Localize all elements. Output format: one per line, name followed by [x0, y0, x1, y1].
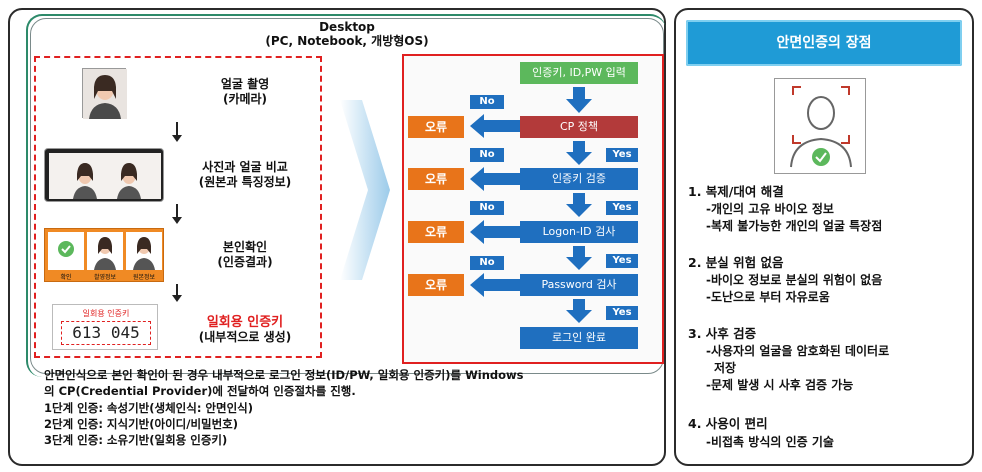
result-cell-label-3: 원본정보 [132, 274, 156, 281]
result-cell-label-2: 촬영정보 [93, 274, 117, 281]
comparison-tablet [44, 148, 164, 202]
flow-node-cp-policy: CP 정책 [520, 116, 638, 138]
yes-tag-2: Yes [606, 201, 638, 215]
flow-down-arrow-5 [566, 299, 592, 323]
advantage-3-detail-3: -문제 발생 시 사후 검증 가능 [706, 378, 854, 392]
description-line-1: 안면인식으로 본인 확인이 된 경우 내부적으로 로그인 정보(ID/PW, 일… [44, 368, 524, 382]
description-line-3: 1단계 인증: 속성기반(생체인식: 안면인식) [44, 401, 254, 415]
captured-photo-cell [87, 232, 123, 270]
advantage-4-detail-1: -비접촉 방식의 인증 기술 [706, 435, 834, 449]
flow-left-arrow-1 [470, 114, 520, 138]
flow-down-arrow-3 [566, 193, 592, 217]
flow-left-arrow-4 [470, 273, 520, 297]
no-tag-1: No [470, 95, 504, 109]
captured-face-icon [94, 237, 116, 270]
desktop-frame-accent [26, 14, 666, 377]
flow-down-arrow-2 [566, 141, 592, 165]
person-photo-icon [83, 69, 127, 119]
face-photo [82, 68, 127, 119]
step1-label: 얼굴 촬영 [220, 77, 270, 91]
step-arrow-1 [172, 122, 182, 142]
flow-chevron-icon [340, 100, 390, 280]
description-line-2: 의 CP(Credential Provider)에 전달하여 인증절차를 진행… [44, 384, 356, 398]
auth-steps-box [34, 56, 322, 358]
result-cell-label-1: 확인 [60, 274, 72, 281]
error-box-1: 오류 [408, 116, 464, 138]
no-tag-3: No [470, 201, 504, 215]
error-box-4: 오류 [408, 274, 464, 296]
face-recognition-card [774, 78, 866, 174]
no-tag-2: No [470, 148, 504, 162]
flow-left-arrow-2 [470, 167, 520, 191]
advantage-3-detail-2: 저장 [714, 361, 737, 375]
yes-tag-3: Yes [606, 254, 638, 268]
original-face-icon [133, 237, 155, 270]
flow-node-login-complete: 로그인 완료 [520, 327, 638, 349]
yes-tag-1: Yes [606, 148, 638, 162]
description-line-4: 2단계 인증: 지식기반(아이디/비밀번호) [44, 417, 239, 431]
step3-label: 본인확인 [222, 240, 268, 254]
description-line-5: 3단계 인증: 소유기반(일회용 인증키) [44, 433, 228, 447]
step-arrow-2 [172, 204, 182, 224]
flow-node-logon-id: Logon-ID 검사 [520, 221, 638, 243]
check-cell [48, 232, 84, 270]
step4-sublabel: (내부적으로 생성) [198, 330, 292, 344]
advantage-2-detail-2: -도난으로 부터 자유로움 [706, 290, 830, 304]
flow-left-arrow-3 [470, 220, 520, 244]
advantages-title: 안면인증의 장점 [686, 20, 962, 66]
original-photo-cell [126, 232, 162, 270]
advantage-2-heading: 2. 분실 위험 없음 [688, 255, 784, 270]
yes-tag-4: Yes [606, 306, 638, 320]
step1-sublabel: (카메라) [222, 92, 268, 106]
no-tag-4: No [470, 256, 504, 270]
face-scan-icon [790, 86, 852, 168]
flow-down-arrow-4 [566, 246, 592, 270]
verification-result-card: 확인 촬영정보 원본정보 [44, 228, 164, 282]
otp-caption: 일회용 인증키 [82, 309, 130, 318]
advantage-3-detail-1: -사용자의 얼굴을 암호화된 데이터로 [706, 344, 890, 358]
advantages-panel [674, 8, 974, 466]
otp-code: 613 045 [61, 321, 151, 345]
advantage-1-heading: 1. 복제/대여 해결 [688, 184, 784, 199]
otp-card: 일회용 인증키 613 045 [52, 304, 158, 350]
flow-start-node: 인증키, ID,PW 입력 [520, 62, 638, 84]
step2-label: 사진과 얼굴 비교 [202, 160, 288, 174]
flow-down-arrow-1 [566, 87, 592, 113]
face-comparison-icon [49, 153, 161, 199]
error-box-3: 오류 [408, 221, 464, 243]
step2-sublabel: (원본과 특징정보) [198, 175, 292, 189]
step3-sublabel: (인증결과) [217, 255, 273, 269]
step4-label: 일회용 인증키 [206, 315, 284, 330]
advantage-1-detail-2: -복제 불가능한 개인의 얼굴 특장점 [706, 219, 883, 233]
desktop-title: Desktop [319, 20, 375, 34]
advantage-4-heading: 4. 사용이 편리 [688, 416, 768, 431]
error-box-2: 오류 [408, 168, 464, 190]
advantage-3-heading: 3. 사후 검증 [688, 326, 757, 341]
flow-node-key-verify: 인증키 검증 [520, 168, 638, 190]
advantage-2-detail-1: -바이오 정보로 분실의 위험이 없음 [706, 273, 883, 287]
step-arrow-3 [172, 284, 182, 302]
flow-node-password: Password 검사 [520, 274, 638, 296]
check-circle-icon [58, 241, 74, 257]
advantage-1-detail-1: -개인의 고유 바이오 정보 [706, 202, 834, 216]
desktop-subtitle: (PC, Notebook, 개방형OS) [265, 34, 429, 48]
